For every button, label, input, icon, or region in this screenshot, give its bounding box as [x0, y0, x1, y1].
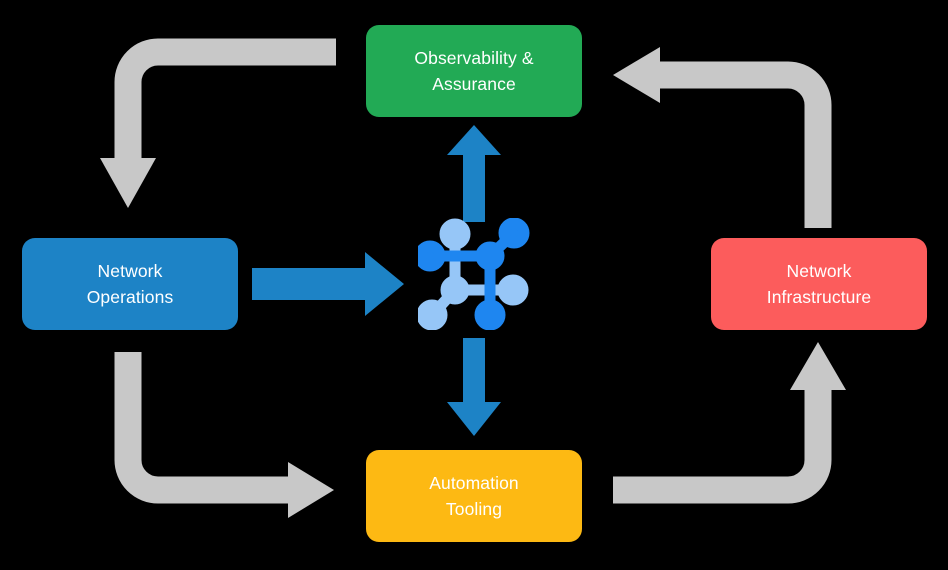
gray-arrow-infrastructure-to-observability [613, 47, 832, 228]
node-label-observability-assurance: Observability & Assurance [414, 48, 534, 94]
node-label-automation-tooling: Automation Tooling [429, 473, 519, 519]
gray-arrow-operations-to-automation [114, 352, 334, 518]
node-network-operations[interactable]: Network Operations [22, 238, 238, 330]
blue-arrow-core-to-observability [447, 125, 501, 222]
blue-arrow-core-to-automation [447, 338, 501, 436]
gray-arrow-automation-to-infrastructure [613, 342, 846, 504]
node-network-infrastructure[interactable]: Network Infrastructure [711, 238, 927, 330]
node-automation-tooling[interactable]: Automation Tooling [366, 450, 582, 542]
node-observability-assurance[interactable]: Observability & Assurance [366, 25, 582, 117]
node-label-network-operations: Network Operations [86, 261, 174, 307]
gray-arrow-observability-to-operations [100, 38, 336, 208]
blue-arrow-operations-to-core [252, 252, 404, 316]
network-topology-icon [414, 217, 530, 331]
node-label-network-infrastructure: Network Infrastructure [766, 261, 872, 307]
